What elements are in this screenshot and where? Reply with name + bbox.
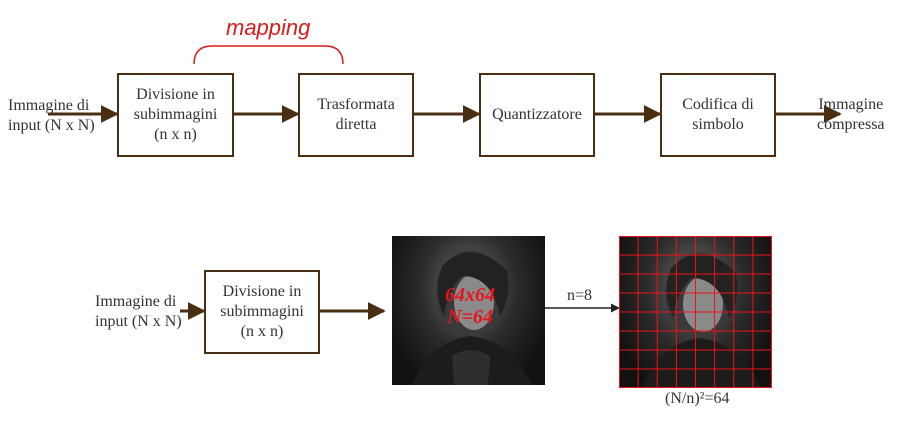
box-line: (n x n) — [154, 126, 197, 143]
input-portrait-image: 64x64 N=64 — [392, 236, 545, 385]
portrait-silhouette — [412, 250, 532, 385]
image-size-label: 64x64 — [445, 284, 495, 306]
box-line: Quantizzatore — [492, 106, 582, 123]
input-label-line2: input (N x N) — [95, 313, 182, 330]
box-divisione-subimmagini-bottom: Divisione in subimmagini (n x n) — [204, 270, 320, 354]
input-label-line1: Immagine di — [8, 97, 90, 114]
box-codifica-simbolo: Codifica di simbolo — [660, 73, 776, 157]
box-line: Divisione in — [136, 86, 215, 103]
box-line: simbolo — [692, 116, 744, 133]
block-size-label: n=8 — [567, 287, 593, 304]
box-line: (n x n) — [240, 323, 284, 340]
box-line: subimmagini — [133, 106, 218, 123]
box-trasformata-diretta: Trasformata diretta — [298, 73, 414, 157]
grid-caption: (N/n)²=64 — [665, 390, 730, 407]
gridded-portrait-image — [619, 236, 772, 388]
mapping-bracket — [193, 45, 344, 65]
box-divisione-subimmagini: Divisione in subimmagini (n x n) — [117, 73, 234, 157]
output-label-top: Immagine compressa — [817, 95, 885, 135]
input-label-bottom: Immagine di input (N x N) — [95, 292, 182, 332]
box-line: Trasformata — [317, 96, 395, 113]
input-label-line1: Immagine di — [95, 293, 177, 310]
output-label-line1: Immagine — [818, 96, 884, 113]
mapping-label: mapping — [226, 15, 311, 40]
subimage-grid — [619, 236, 772, 388]
box-line: diretta — [335, 116, 377, 133]
output-label-line2: compressa — [817, 116, 885, 133]
box-line: Divisione in — [222, 283, 302, 300]
image-n-label: N=64 — [447, 306, 493, 328]
box-quantizzatore: Quantizzatore — [479, 73, 595, 157]
input-label-line2: input (N x N) — [8, 117, 95, 134]
box-line: subimmagini — [220, 303, 304, 320]
input-label-top: Immagine di input (N x N) — [8, 96, 95, 136]
box-line: Codifica di — [682, 96, 754, 113]
